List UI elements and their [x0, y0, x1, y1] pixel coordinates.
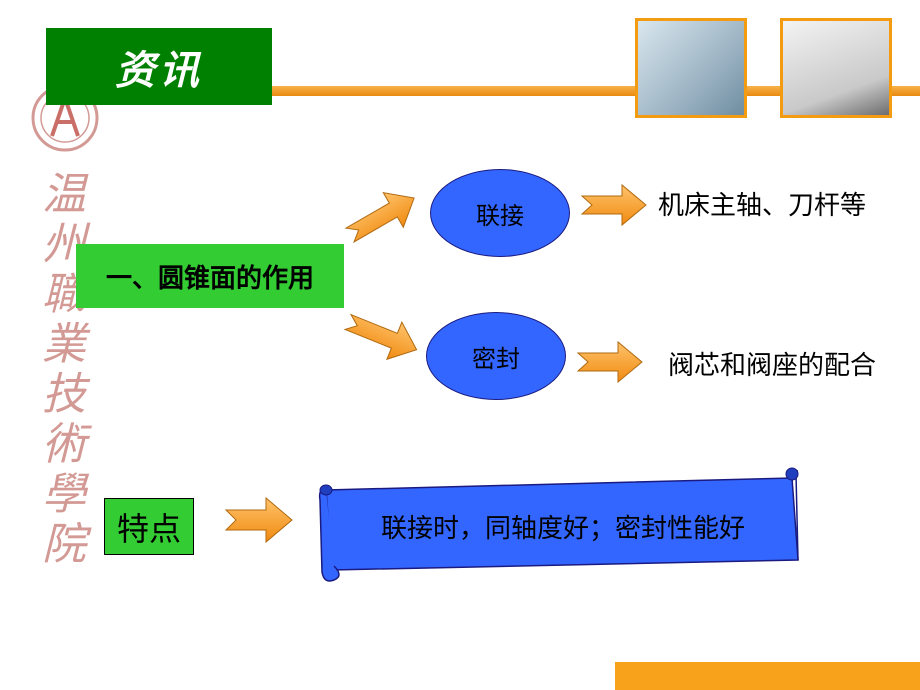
arrow-feature: [224, 496, 293, 544]
side-char: 技: [42, 369, 86, 420]
arrow-connect-result: [580, 183, 647, 227]
seal-node: 密封: [426, 312, 566, 400]
header-divider: [272, 86, 920, 96]
arrow-seal-result: [576, 340, 643, 384]
arrow-to-seal: [343, 313, 418, 361]
slide-title: 资讯: [46, 28, 272, 105]
measuring-machine-photo-icon: [780, 18, 892, 118]
main-topic-box: 一、圆锥面的作用: [76, 244, 344, 308]
side-char: 術: [42, 419, 86, 470]
feature-label-box: 特点: [104, 498, 194, 555]
seal-result-text: 阀芯和阀座的配合: [668, 351, 877, 381]
arrow-to-connect: [344, 192, 415, 244]
side-char: 業: [42, 319, 86, 370]
side-char: 温: [42, 169, 86, 220]
feature-text: 联接时，同轴度好；密封性能好: [380, 513, 745, 544]
side-char: 院: [42, 519, 86, 570]
scroll-banner: [318, 467, 799, 582]
connect-result-text: 机床主轴、刀杆等: [658, 191, 867, 221]
side-char: 學: [42, 469, 86, 520]
connect-node: 联接: [430, 169, 570, 257]
calipers-photo-icon: [635, 18, 747, 118]
footer-accent-bar: [615, 662, 920, 690]
